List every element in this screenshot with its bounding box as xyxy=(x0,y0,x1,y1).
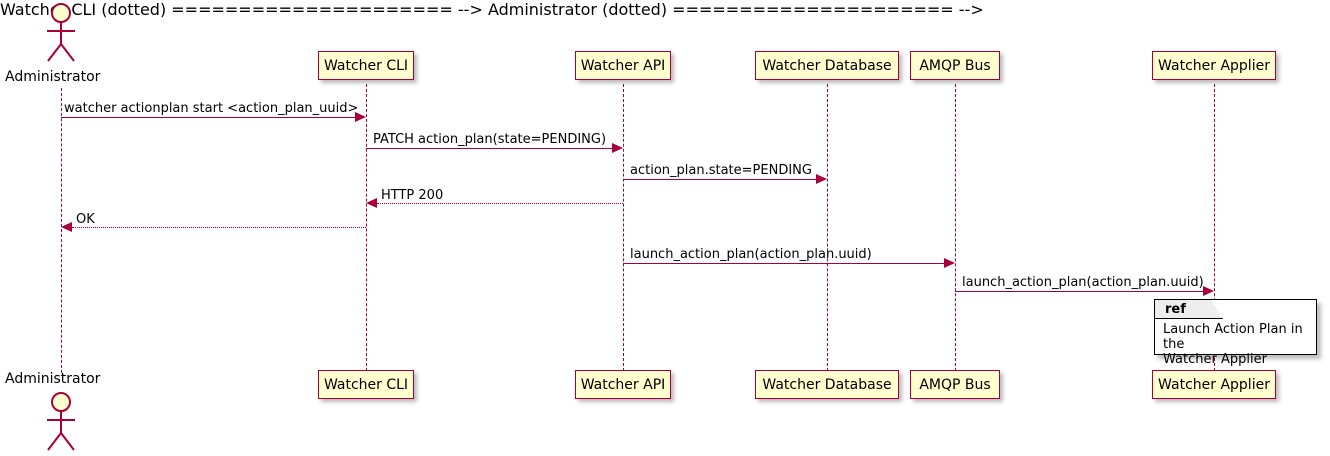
participant-watcher-cli-bottom[interactable]: Watcher CLI xyxy=(318,370,414,399)
participant-watcher-api-top[interactable]: Watcher API xyxy=(575,51,671,80)
participant-label-watcher-api-top: Watcher API xyxy=(580,57,666,74)
message-arrowhead-3 xyxy=(816,174,827,184)
message-label-2: PATCH action_plan(state=PENDING) xyxy=(373,132,607,147)
message-label-3: action_plan.state=PENDING xyxy=(630,163,812,178)
participant-amqp-bus-top[interactable]: AMQP Bus xyxy=(910,51,1000,80)
participant-amqp-bus-bottom[interactable]: AMQP Bus xyxy=(910,370,1000,399)
message-line-7 xyxy=(955,291,1203,292)
participant-label-watcher-cli-top: Watcher CLI xyxy=(323,57,409,74)
participant-watcher-applier-top[interactable]: Watcher Applier xyxy=(1152,51,1276,80)
message-label-4: HTTP 200 xyxy=(381,188,444,203)
participant-watcher-database-top[interactable]: Watcher Database xyxy=(755,51,899,80)
message-line-3 xyxy=(623,179,816,180)
message-label-6: launch_action_plan(action_plan.uuid) xyxy=(630,247,872,262)
ref-fragment-body-line-1: Launch Action Plan in the xyxy=(1163,322,1303,352)
message-line-2 xyxy=(366,148,612,149)
ref-fragment-body-line-2: Watcher Applier xyxy=(1163,352,1267,367)
participant-label-amqp-bus-bottom: AMQP Bus xyxy=(919,376,991,393)
message-arrowhead-7 xyxy=(1203,286,1214,296)
ref-fragment-body: Launch Action Plan in the Watcher Applie… xyxy=(1163,322,1316,367)
lifeline-watcher-applier xyxy=(1214,84,1215,371)
message-label-5: OK xyxy=(76,212,95,227)
participant-label-watcher-database-top: Watcher Database xyxy=(762,57,892,74)
message-line-6 xyxy=(623,263,944,264)
participant-label-administrator-top: Administrator xyxy=(5,69,101,85)
participant-label-watcher-applier-bottom: Watcher Applier xyxy=(1158,376,1270,393)
message-line-1 xyxy=(61,117,355,118)
actor-administrator-bottom xyxy=(47,392,75,451)
participant-label-amqp-bus-top: AMQP Bus xyxy=(919,57,991,74)
ref-fragment-tab: ref xyxy=(1155,300,1223,319)
ref-fragment-tab-label: ref xyxy=(1165,301,1186,317)
message-label-7: launch_action_plan(action_plan.uuid) xyxy=(962,275,1204,290)
participant-label-watcher-cli-bottom: Watcher CLI xyxy=(323,376,409,393)
message-line-4 xyxy=(377,203,623,204)
message-label-1: watcher actionplan start <action_plan_uu… xyxy=(64,101,359,116)
message-arrowhead-2 xyxy=(612,143,623,153)
message-arrowhead-5 xyxy=(61,222,72,232)
lifeline-watcher-api xyxy=(623,84,624,371)
ref-fragment[interactable]: ref Launch Action Plan in the Watcher Ap… xyxy=(1154,299,1317,367)
lifeline-amqp-bus xyxy=(955,84,956,371)
participant-watcher-applier-bottom[interactable]: Watcher Applier xyxy=(1152,370,1276,399)
message-line-5 xyxy=(72,227,366,228)
participant-label-administrator-bottom: Administrator xyxy=(5,371,101,387)
participant-watcher-cli-top[interactable]: Watcher CLI xyxy=(318,51,414,80)
actor-administrator-top xyxy=(47,3,75,62)
participant-watcher-database-bottom[interactable]: Watcher Database xyxy=(755,370,899,399)
message-arrowhead-4 xyxy=(366,198,377,208)
participant-label-watcher-api-bottom: Watcher API xyxy=(580,376,666,393)
lifeline-watcher-database xyxy=(827,84,828,371)
participant-label-watcher-applier-top: Watcher Applier xyxy=(1158,57,1270,74)
participant-watcher-api-bottom[interactable]: Watcher API xyxy=(575,370,671,399)
message-arrowhead-1 xyxy=(355,112,366,122)
participant-label-watcher-database-bottom: Watcher Database xyxy=(762,376,892,393)
message-arrowhead-6 xyxy=(944,258,955,268)
lifeline-watcher-cli xyxy=(366,84,367,371)
